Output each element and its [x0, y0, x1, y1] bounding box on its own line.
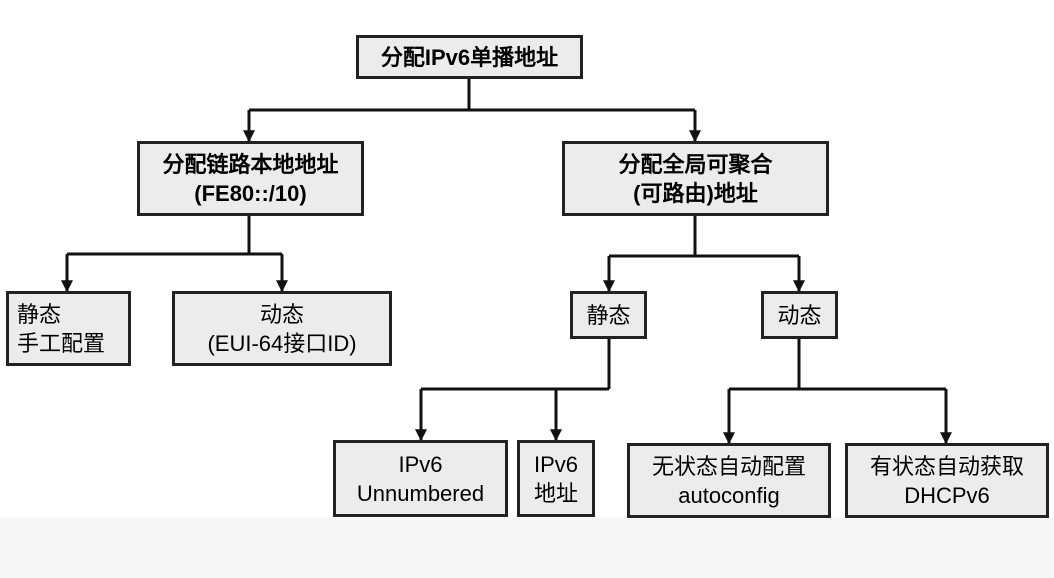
ll-dynamic-node: 动态 (EUI-64接口ID)	[172, 291, 392, 366]
ll-dynamic-subtitle: (EUI-64接口ID)	[207, 330, 357, 356]
g-static-node: 静态	[570, 291, 647, 339]
footer-band	[0, 518, 1054, 578]
stateful-subtitle: DHCPv6	[904, 482, 990, 508]
g-dynamic-node: 动态	[761, 291, 838, 339]
ipv6-addr-title: IPv6	[533, 451, 579, 477]
unnumbered-node: IPv6 Unnumbered	[333, 440, 508, 517]
link-local-title: 分配链路本地地址	[162, 151, 339, 177]
ipv6-addr-node: IPv6 地址	[517, 440, 595, 517]
stateless-subtitle: autoconfig	[678, 482, 780, 508]
global-node: 分配全局可聚合 (可路由)地址	[562, 141, 829, 216]
g-static-label: 静态	[586, 302, 631, 328]
unnumbered-title: IPv6	[398, 451, 443, 477]
stateless-node: 无状态自动配置 autoconfig	[627, 443, 831, 518]
unnumbered-subtitle: Unnumbered	[356, 480, 485, 506]
root-node: 分配IPv6单播地址	[356, 35, 583, 79]
stateful-node: 有状态自动获取 DHCPv6	[845, 443, 1049, 518]
root-node-label: 分配IPv6单播地址	[380, 44, 559, 70]
ll-static-subtitle: 手工配置	[17, 330, 106, 356]
ipv6-addr-subtitle: 地址	[533, 480, 578, 506]
global-title: 分配全局可聚合	[618, 151, 773, 177]
link-local-node: 分配链路本地地址 (FE80::/10)	[137, 141, 364, 216]
global-subtitle: (可路由)地址	[633, 180, 758, 206]
ll-static-title: 静态	[17, 301, 62, 327]
stateful-title: 有状态自动获取	[869, 453, 1024, 479]
link-local-prefix: (FE80::/10)	[194, 180, 307, 206]
ll-dynamic-title: 动态	[259, 301, 304, 327]
stateless-title: 无状态自动配置	[651, 453, 806, 479]
g-dynamic-label: 动态	[777, 302, 822, 328]
ll-static-node: 静态 手工配置	[6, 291, 131, 366]
